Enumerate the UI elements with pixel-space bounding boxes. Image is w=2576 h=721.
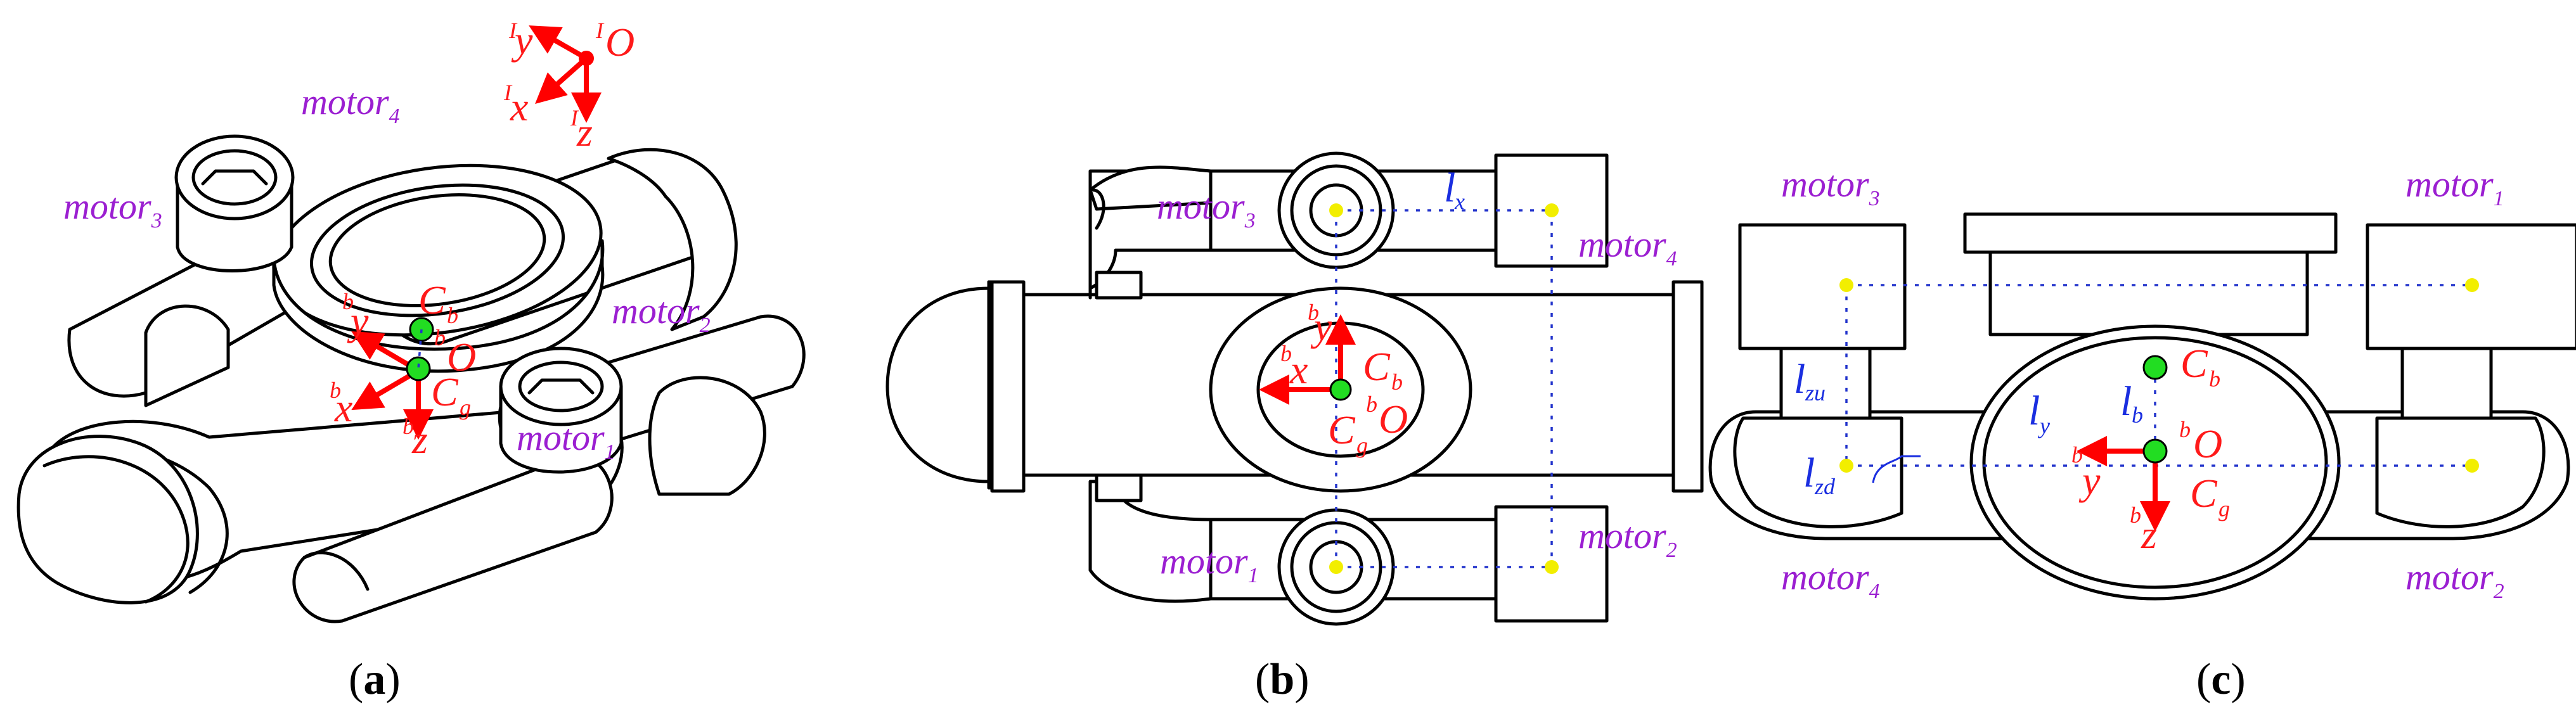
svg-text:y: y — [2038, 413, 2050, 438]
cb-label-c: C — [2180, 341, 2208, 386]
cb-point-c — [2142, 355, 2168, 380]
cg-label-b: C — [1328, 407, 1356, 452]
motor3-dot-b — [1329, 203, 1343, 217]
cb-point-b — [1329, 378, 1352, 401]
lzu-label: l — [1794, 356, 1805, 402]
svg-text:zd: zd — [1814, 474, 1836, 499]
inertial-x-prefix: I — [503, 80, 513, 105]
body-z-label-c: z — [2141, 512, 2157, 557]
lzd-label: l — [1803, 450, 1815, 496]
body-x-prefix-a: b — [330, 378, 341, 403]
inertial-z-label: z — [576, 110, 593, 155]
body-frame-c: C b b O C g b y b z — [2071, 341, 2230, 557]
cb-sub-a: b — [447, 303, 458, 328]
cg-sub-a: g — [460, 395, 471, 420]
motor1-label-b: motor1 — [1160, 540, 1259, 587]
motor-labels-a: motor4 motor3 motor2 motor1 — [63, 81, 711, 464]
body-origin-label-a: O — [447, 335, 476, 380]
svg-text:b: b — [1366, 392, 1377, 417]
panel-a-drawing — [16, 134, 806, 623]
body-y-prefix-a: b — [342, 289, 354, 314]
cg-point-c — [2142, 438, 2168, 464]
motor-labels-b: motor3 motor4 motor1 motor2 — [1157, 186, 1677, 587]
body-x-label-b: x — [1289, 347, 1308, 392]
motor1-dot-c — [2465, 278, 2479, 292]
body-y-label-b: y — [1310, 304, 1332, 349]
svg-text:b: b — [1308, 300, 1319, 325]
motor1-label-c: motor1 — [2405, 163, 2504, 210]
motor2-dot-c — [2465, 459, 2479, 473]
svg-text:b: b — [1391, 369, 1403, 395]
motor3-label-b: motor3 — [1157, 186, 1256, 233]
motor2-dot-b — [1545, 560, 1559, 574]
body-y-label-c: y — [2078, 458, 2101, 503]
svg-text:x: x — [1454, 189, 1465, 214]
motor4-dot-c — [1839, 459, 1853, 473]
svg-text:b: b — [1280, 341, 1292, 366]
inertial-origin-dot — [579, 51, 594, 66]
cg-point-a — [406, 356, 431, 381]
inertial-y-axis-arrow — [529, 25, 588, 61]
body-frame-a: b y b x b z b O C b C g — [330, 278, 476, 462]
motor3-label-c: motor3 — [1781, 163, 1880, 210]
body-origin-prefix-a: b — [434, 325, 446, 350]
svg-text:b: b — [2132, 402, 2143, 428]
svg-text:zu: zu — [1805, 380, 1826, 405]
cb-label-b: C — [1363, 344, 1391, 389]
motor1-dot-b — [1329, 560, 1343, 574]
svg-text:b: b — [2179, 417, 2191, 442]
svg-text:b: b — [2071, 442, 2083, 468]
panel-c-drawing — [1708, 212, 2576, 601]
inertial-y-label: y — [511, 18, 533, 63]
panel-b-drawing — [886, 151, 1704, 626]
svg-text:b: b — [2209, 366, 2220, 392]
svg-text:b: b — [2130, 502, 2141, 528]
motor-labels-c: motor3 motor1 motor4 motor2 — [1781, 163, 2504, 603]
caption-b: (b) — [1255, 655, 1310, 704]
panel-captions: (a) (b) (c) — [349, 655, 2246, 704]
dims-c: l zu l zd l y l b — [1794, 356, 2143, 499]
inertial-origin-prefix: I — [595, 18, 605, 43]
motor4-label-a: motor4 — [301, 81, 400, 128]
svg-text:g: g — [1356, 433, 1368, 458]
inertial-origin-label: O — [605, 20, 634, 65]
inertial-z-prefix: I — [570, 105, 579, 131]
cg-label-a: C — [431, 369, 459, 414]
caption-a: (a) — [349, 655, 401, 704]
inertial-x-label: x — [510, 84, 528, 129]
body-frame-b: b y b x C b C g b O — [1259, 300, 1408, 458]
body-y-label-a: y — [347, 298, 369, 343]
body-z-label-a: z — [411, 417, 428, 462]
caption-c: (c) — [2196, 655, 2246, 704]
cb-label-a: C — [418, 278, 446, 322]
motor2-label-a: motor2 — [612, 290, 711, 337]
inertial-y-prefix: I — [508, 18, 518, 43]
motor3-dot-c — [1839, 278, 1853, 292]
motor4-label-c: motor4 — [1781, 556, 1880, 603]
svg-text:g: g — [2219, 496, 2230, 521]
motor3-label-a: motor3 — [63, 186, 162, 233]
body-origin-label-c: O — [2193, 421, 2222, 466]
inertial-x-axis-arrow — [535, 56, 588, 104]
lb-label: l — [2120, 378, 2132, 424]
motor2-label-b: motor2 — [1578, 515, 1677, 562]
dims-b: l x — [1444, 165, 1465, 214]
lx-label: l — [1444, 165, 1455, 211]
motor1-label-a: motor1 — [517, 417, 615, 464]
motor2-label-c: motor2 — [2405, 556, 2504, 603]
cg-label-c: C — [2190, 471, 2218, 516]
motor4-dot-b — [1545, 203, 1559, 217]
inertial-frame: I y I O I x I z — [503, 18, 634, 155]
body-origin-label-b: O — [1379, 397, 1408, 442]
ly-label: l — [2028, 388, 2040, 434]
body-z-prefix-a: b — [402, 414, 414, 439]
body-x-label-a: x — [334, 385, 352, 430]
motor4-label-b: motor4 — [1578, 224, 1677, 271]
